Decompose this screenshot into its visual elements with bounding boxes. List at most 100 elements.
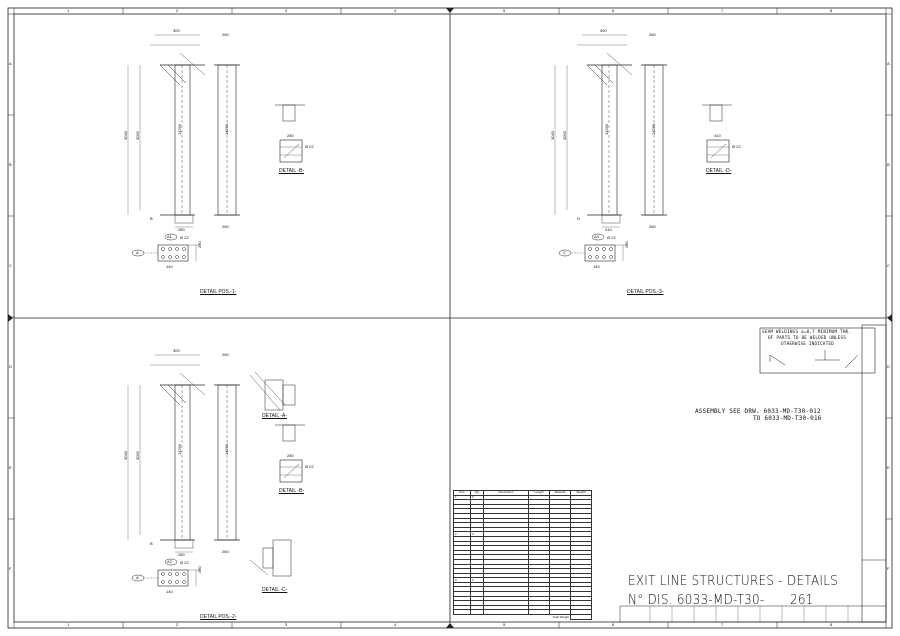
base-box: [174, 539, 194, 549]
hole-circle: [168, 572, 172, 576]
dimension-side-top: 260: [222, 32, 229, 37]
detail-c-caption: DETAIL -C-: [262, 587, 288, 593]
dimension-side-top: 260: [222, 352, 229, 357]
hole-circle: [595, 247, 599, 251]
hole-circle: [161, 580, 165, 584]
dimension-side-top: 260: [649, 32, 656, 37]
dimension-side-length: 14290: [224, 443, 229, 455]
hole-circle: [602, 247, 606, 251]
hole-circle: [588, 255, 592, 259]
detail-c-brace: [249, 559, 269, 576]
hole-circle: [161, 255, 165, 259]
row-label: D: [887, 364, 890, 369]
hole-circle: [588, 247, 592, 251]
dimension-side-length: 14290: [224, 123, 229, 135]
column-label: 5: [503, 8, 506, 13]
dimension-total-height: 3040: [123, 451, 128, 460]
weld-leader: [606, 52, 633, 76]
column-front-view: [174, 64, 191, 216]
row-label: A: [9, 61, 12, 66]
hole-circle: [609, 247, 613, 251]
dimension-total-height: 3040: [550, 131, 555, 140]
column-label: 8: [830, 622, 833, 627]
dimension-bottom: 280: [178, 552, 185, 557]
weld-note-line-3: OTHERWISE INDICATED: [781, 342, 834, 347]
detail-hole: Ø 22: [305, 464, 314, 469]
detail-section: [279, 459, 303, 483]
brace-line: [167, 64, 187, 84]
column-front-view: [601, 64, 618, 216]
column-front-view: [174, 384, 191, 541]
drawing-number: N° DIS. 6033-MD-T30-: [628, 593, 765, 608]
section-mark: B: [150, 216, 153, 221]
hole-diameter: Ø 22: [180, 560, 189, 565]
hole-circle: [168, 247, 172, 251]
column-label: 5: [503, 622, 506, 627]
detail-c-plate: [262, 547, 274, 569]
row-label: C: [9, 263, 12, 268]
marker-label: A1: [167, 234, 172, 239]
marker-bubble: [164, 233, 178, 241]
dimension-bottom: 410: [605, 227, 612, 232]
dimension-total-height: 3040: [123, 131, 128, 140]
detail-dimension: 410: [714, 133, 721, 138]
detail-diagonal: [710, 143, 727, 159]
panel-caption: DETAIL POS.-2-: [200, 614, 237, 620]
row-label: F: [9, 566, 12, 571]
hole-circle: [182, 580, 186, 584]
center-mark-icon: [887, 314, 892, 322]
dimension-top: 300: [600, 28, 607, 33]
dimension-inner-height: 3000: [135, 451, 140, 460]
column-label: 3: [285, 622, 288, 627]
hole-diameter: Ø 22: [180, 235, 189, 240]
detail-section: [706, 139, 730, 163]
row-label: C: [887, 263, 890, 268]
center-mark-icon: [446, 8, 454, 13]
base-box: [174, 214, 194, 224]
drawing-title: EXIT LINE STRUCTURES - DETAILS: [628, 574, 839, 589]
detail-diagonal: [283, 143, 300, 159]
detail-c-web: [272, 539, 292, 577]
dimension-top: 300: [173, 28, 180, 33]
dimension-side-length: 14290: [651, 123, 656, 135]
detail-web: [282, 104, 296, 122]
panel-caption: DETAIL POS.-3-: [627, 289, 664, 295]
section-mark: B: [150, 541, 153, 546]
column-label: 2: [176, 622, 179, 627]
column-label: 4: [394, 8, 397, 13]
brace-line: [594, 64, 614, 84]
detail-caption: DETAIL -B-: [279, 168, 305, 174]
weld-note-line-2: OF PARTS TO BE WELDED UNLESS: [768, 336, 847, 341]
hole-circle: [609, 255, 613, 259]
dimension-plate-width: 140: [166, 264, 173, 269]
column-label: 8: [830, 8, 833, 13]
detail-web: [709, 104, 723, 122]
row-label: E: [9, 465, 12, 470]
brace-line: [167, 384, 187, 404]
row-label: B: [887, 162, 890, 167]
detail-dimension: 280: [287, 453, 294, 458]
brace-line: [159, 384, 181, 406]
column-label: 3: [285, 8, 288, 13]
weld-symbol: [769, 354, 786, 366]
base-box: [601, 214, 621, 224]
column-label: 6: [612, 8, 615, 13]
dimension-length: 14290: [177, 123, 182, 135]
brace-line: [586, 64, 608, 86]
hole-diameter: Ø 22: [607, 235, 616, 240]
marker-bubble: [164, 558, 178, 566]
detail-a-caption: DETAIL -A-: [262, 413, 288, 419]
hole-circle: [602, 255, 606, 259]
detail-hole: Ø 22: [305, 144, 314, 149]
brace-line: [159, 64, 181, 86]
detail-a-brace: [254, 371, 286, 406]
assembly-note-line-1: ASSEMBLY SEE DRW. 6033-MD-T30-012: [695, 408, 821, 415]
detail-a-web: [282, 384, 296, 406]
hole-circle: [175, 255, 179, 259]
detail-a-plate: [264, 379, 284, 411]
detail-a-brace: [249, 374, 281, 411]
column-label: 6: [612, 622, 615, 627]
dimension-length: 14290: [177, 443, 182, 455]
marker-label: A: [136, 250, 139, 255]
